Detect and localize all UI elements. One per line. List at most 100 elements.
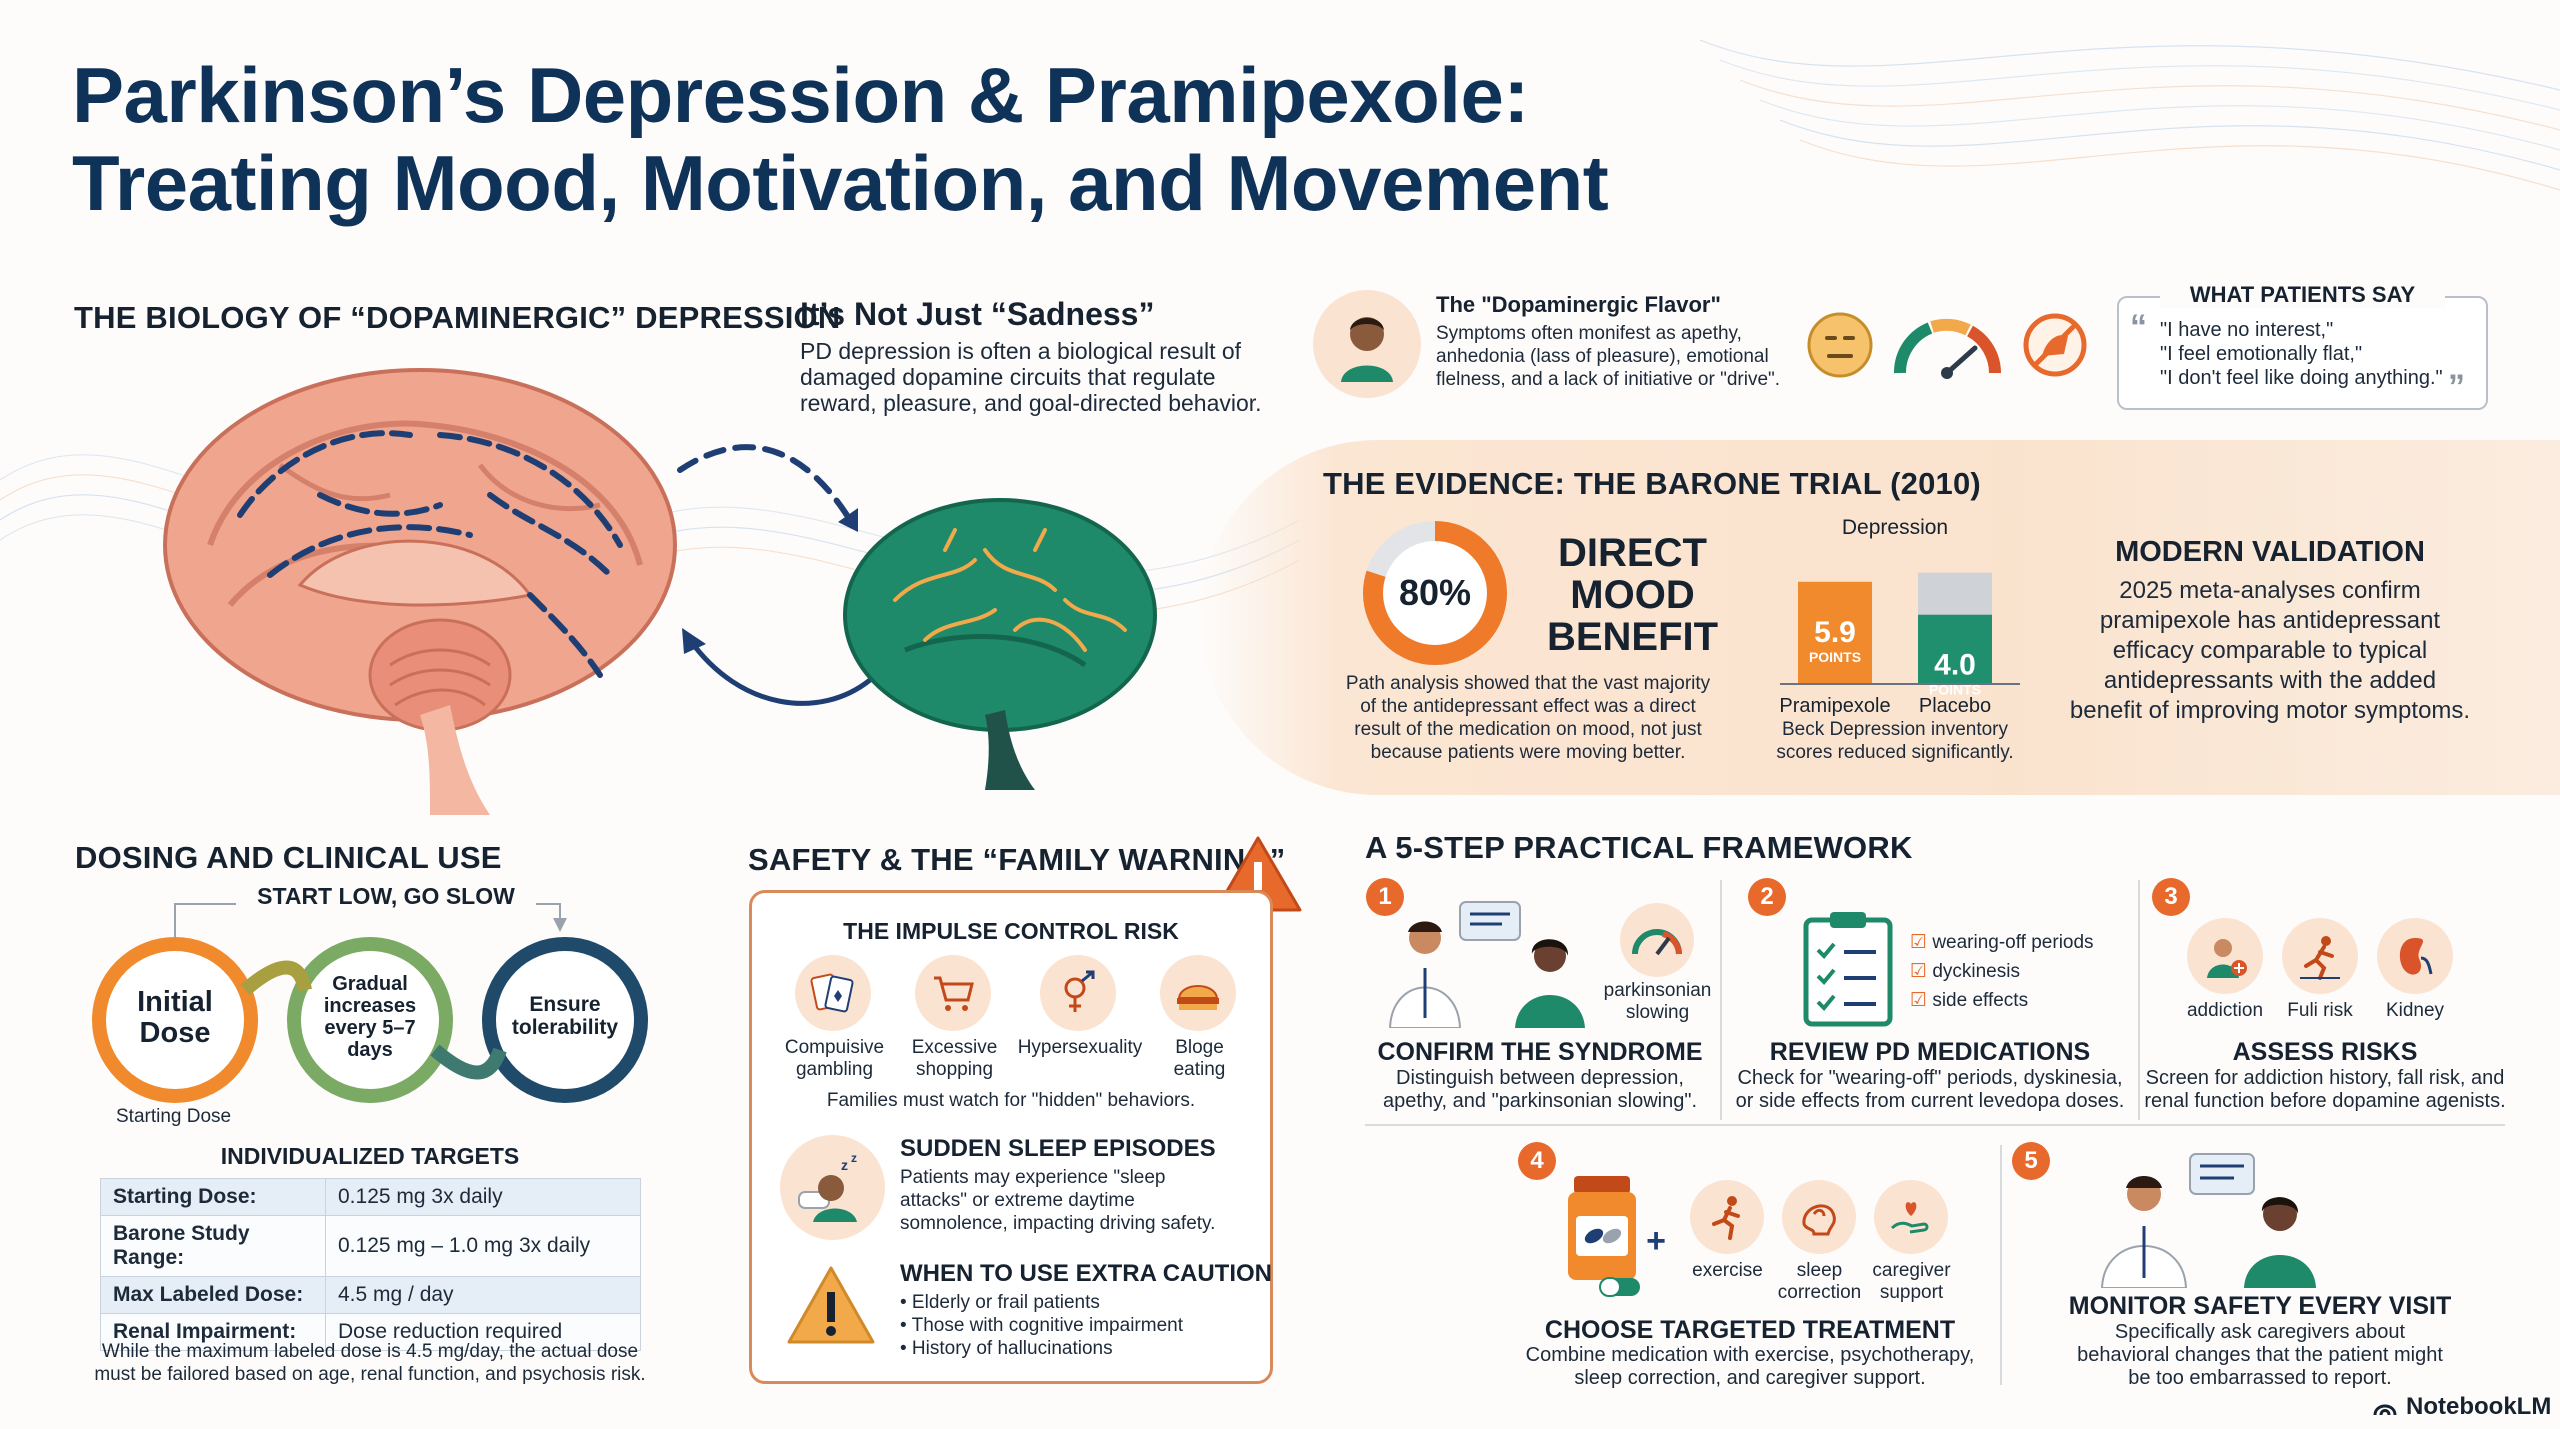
targets-heading: INDIVIDUALIZED TARGETS — [220, 1143, 520, 1169]
step-2-checks: ☑ wearing-off periods ☑ dyckinesis ☑ sid… — [1910, 928, 2094, 1015]
initial-line: Dose — [139, 1017, 211, 1049]
brand-name: NotebookLM — [2406, 1393, 2552, 1420]
step-3-badge: 3 — [2152, 878, 2190, 916]
caution-item: • Elderly or frail patients — [900, 1292, 1100, 1313]
step-1-body: Distinguish between depression, apethy, … — [1360, 1067, 1720, 1113]
sleep-heading: SUDDEN SLEEP EPISODES — [900, 1135, 1216, 1162]
table-row: Renal Impairment:Dose reduction required — [100, 1313, 641, 1351]
step-2-badge: 2 — [1748, 878, 1786, 916]
check-label: dyckinesis — [1932, 961, 2020, 982]
patient-quote: "I don't feel like doing anything." — [2160, 367, 2443, 389]
svg-text:+: + — [1646, 1222, 1666, 1260]
check-box-icon: ☑ — [1910, 961, 1933, 982]
not-sadness-line: reward, pleasure, and goal-directed beha… — [800, 390, 1262, 416]
step-5-line: behavioral changes that the patient migh… — [2077, 1344, 2443, 1366]
impulse-label: gambling — [795, 1059, 874, 1080]
flavor-line: anhedonia (lass of pleasure), emotional — [1436, 346, 1769, 367]
target-value: Dose reduction required — [325, 1313, 641, 1351]
doctor-caregiver-icon — [2100, 1153, 2316, 1288]
chart-caption-line: scores reduced significantly. — [1776, 742, 2014, 763]
dose-note-line: While the maximum labeled dose is 4.5 mg… — [101, 1341, 639, 1362]
dosing-heading: DOSING AND CLINICAL USE — [75, 840, 502, 875]
medication-bottle-icon: + — [1568, 1176, 1666, 1297]
exercise-icon — [1690, 1180, 1764, 1254]
check-label: side effects — [1932, 990, 2029, 1011]
step-2-line: or side effects from current levedopa do… — [1735, 1090, 2125, 1112]
check-item: ☑ side effects — [1910, 986, 2094, 1015]
treatment-label: caregiver — [1872, 1260, 1951, 1281]
path-line: of the antidepressant effect was a direc… — [1360, 696, 1696, 717]
bar-category-label: Pramipexole — [1779, 695, 1890, 717]
caution-item: • History of hallucinations — [900, 1338, 1113, 1359]
risk-label-kidney: Kidney — [2385, 1000, 2445, 1021]
gradual-line: increases — [323, 995, 417, 1017]
damaged-brain-illustration — [163, 368, 677, 815]
bar-unit-label: POINTS — [1929, 682, 1981, 698]
divider — [2000, 1145, 2002, 1385]
open-quote-icon: “ — [2130, 308, 2147, 346]
donut-value-label: 80% — [1399, 572, 1471, 613]
sleep-line: Patients may experience "sleep — [900, 1167, 1166, 1188]
step-5-body: Specifically ask caregivers about behavi… — [2010, 1321, 2510, 1390]
target-value: 0.125 mg – 1.0 mg 3x daily — [325, 1215, 641, 1277]
step-1-badge: 1 — [1366, 878, 1404, 916]
validation-line: benefit of improving motor symptoms. — [2069, 697, 2471, 724]
table-row: Barone Study Range:0.125 mg – 1.0 mg 3x … — [100, 1215, 641, 1277]
slowing-gauge-icon — [1620, 903, 1694, 977]
divider — [1365, 1124, 2505, 1126]
slowing-label-line: slowing — [1625, 1002, 1690, 1023]
gradual-line: days — [347, 1039, 393, 1061]
targets-table: Starting Dose:0.125 mg 3x daily Barone S… — [100, 1178, 641, 1351]
effect-donut-chart: 80% — [1363, 521, 1507, 665]
treatment-label: sleep — [1796, 1260, 1843, 1281]
dopamine-flow-arrows — [677, 444, 872, 706]
validation-line: efficacy comparable to typical — [2112, 637, 2428, 664]
clipboard-checklist-icon — [1803, 912, 1893, 1027]
bar-placebo-cap — [1918, 572, 1992, 615]
target-key: Renal Impairment: — [100, 1313, 326, 1351]
families-note: Families must watch for "hidden" behavio… — [826, 1090, 1196, 1111]
impulse-label: Bloge — [1175, 1037, 1224, 1058]
initial-dose-label: Initial Dose — [115, 987, 235, 1049]
step-3-line: Screen for addiction history, fall risk,… — [2145, 1067, 2505, 1089]
ensure-tolerability-label: Ensure tolerability — [500, 993, 630, 1039]
gambling-icon — [795, 955, 871, 1031]
treatment-label: support — [1879, 1282, 1944, 1303]
bar-placebo — [1918, 614, 1992, 684]
slowing-label-line: parkinsonian — [1603, 980, 1712, 1001]
page-title-line-1: Parkinson’s Depression & Pramipexole: — [72, 51, 1529, 139]
treatment-label-exercise: exercise — [1670, 1260, 1785, 1282]
not-sadness-line: PD depression is often a biological resu… — [800, 338, 1242, 364]
svg-text:z: z — [851, 1151, 857, 1165]
flavor-body: Symptoms often monifest as apethy, anhed… — [1436, 322, 1780, 391]
step-1-line: Distinguish between depression, — [1396, 1067, 1684, 1089]
caution-heading: WHEN TO USE EXTRA CAUTION — [900, 1260, 1273, 1287]
impulse-label: eating — [1173, 1059, 1226, 1080]
patient-avatar — [1313, 290, 1421, 398]
check-box-icon: ☑ — [1910, 990, 1933, 1011]
validation-body: 2025 meta-analyses confirm pramipexole h… — [2040, 576, 2500, 726]
step-4-badge: 4 — [1518, 1142, 1556, 1180]
path-line: because patients were moving better. — [1370, 742, 1686, 763]
impulse-item-gambling: Compuisive gambling — [772, 1037, 897, 1081]
ensure-line: Ensure — [529, 993, 601, 1016]
gradual-increase-label: Gradual increases every 5–7 days — [310, 973, 430, 1061]
not-sadness-heading: It’s Not Just “Sadness” — [800, 296, 1155, 332]
target-value: 0.125 mg 3x daily — [325, 1178, 641, 1216]
patient-quotes: "I have no interest," "I feel emotionall… — [2160, 318, 2443, 390]
validation-heading: MODERN VALIDATION — [2115, 536, 2425, 568]
patients-say-heading: WHAT PATIENTS SAY — [2160, 282, 2445, 308]
sleep-line: attacks" or extreme daytime — [900, 1190, 1135, 1211]
neutral-face-icon — [1807, 312, 1873, 378]
check-item: ☑ wearing-off periods — [1910, 928, 2094, 957]
step-1-title: CONFIRM THE SYNDROME — [1377, 1038, 1703, 1066]
impulse-label: Excessive — [911, 1037, 998, 1058]
notebooklm-logo-icon — [2373, 1404, 2397, 1416]
impulse-heading: THE IMPULSE CONTROL RISK — [843, 918, 1179, 944]
caution-item: • Those with cognitive impairment — [900, 1315, 1183, 1336]
risk-label-fall: Fuli risk — [2287, 1000, 2353, 1021]
initial-line: Initial — [137, 986, 213, 1018]
slowing-label: parkinsonian slowing — [1590, 980, 1725, 1024]
kidney-icon — [2377, 918, 2453, 994]
